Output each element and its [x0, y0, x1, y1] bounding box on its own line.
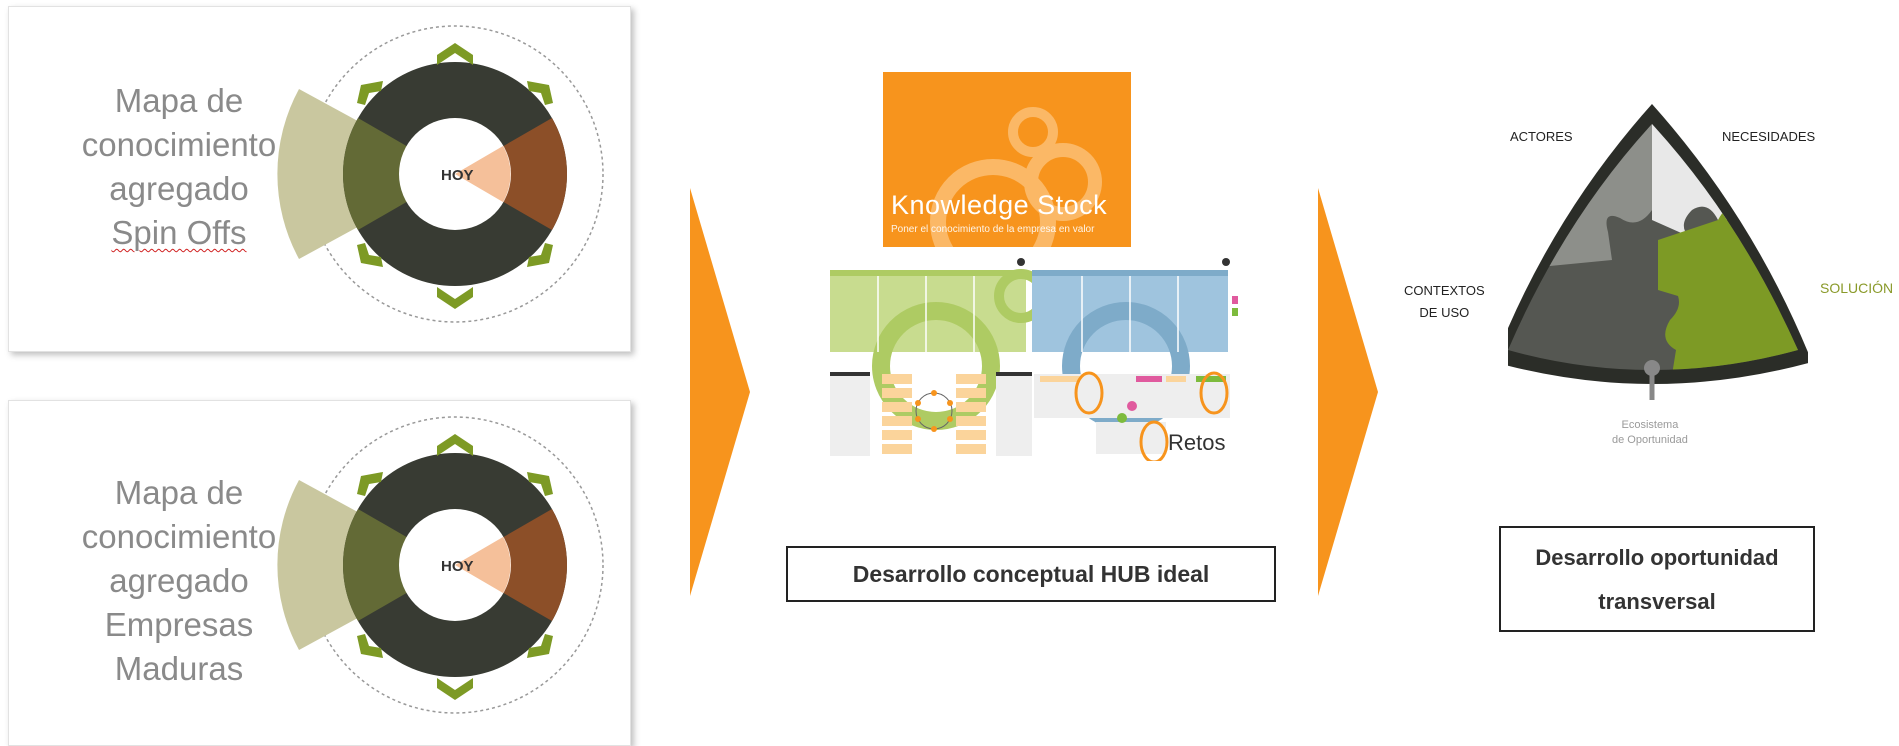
- knowledge-wheel-diagram: [277, 25, 604, 323]
- knowledge-stock-header: Knowledge Stock Poner el conocimiento de…: [883, 72, 1131, 247]
- hoy-label: HOY: [441, 558, 474, 575]
- retos-label: Retos: [1168, 430, 1226, 455]
- flow-arrow-1: [690, 188, 750, 596]
- knowledge-stock-subtitle: Poner el conocimiento de la empresa en v…: [891, 224, 1095, 235]
- hub-caption-box: Desarrollo conceptual HUB ideal: [786, 546, 1276, 602]
- hoy-label: HOY: [441, 167, 474, 184]
- canvas-thumbnails: [828, 256, 1238, 461]
- label-actores: ACTORES: [1510, 129, 1573, 144]
- label-ecosistema: Ecosistema de Oportunidad: [1612, 419, 1688, 446]
- swirl-graphic: [930, 107, 1102, 247]
- knowledge-wheel-diagram: [277, 416, 604, 714]
- label-necesidades: NECESIDADES: [1722, 129, 1816, 144]
- label-solucion: SOLUCIÓN: [1820, 280, 1894, 296]
- knowledge-map-card-mature-companies: Mapa de conocimiento agregado Empresas M…: [8, 400, 631, 746]
- card-title: Mapa de conocimiento agregado Empresas M…: [81, 474, 277, 687]
- opportunity-caption-box: Desarrollo oportunidad transversal: [1499, 526, 1815, 632]
- label-contextos: CONTEXTOS DE USO: [1404, 283, 1485, 320]
- card-title: Mapa de conocimiento agregado Spin Offs: [81, 82, 277, 251]
- flow-arrow-2: [1318, 188, 1378, 596]
- opportunity-puzzle: [1508, 104, 1808, 400]
- knowledge-stock-title: Knowledge Stock: [891, 190, 1108, 220]
- knowledge-map-card-spinoffs: Mapa de conocimiento agregado Spin Offs …: [8, 6, 631, 352]
